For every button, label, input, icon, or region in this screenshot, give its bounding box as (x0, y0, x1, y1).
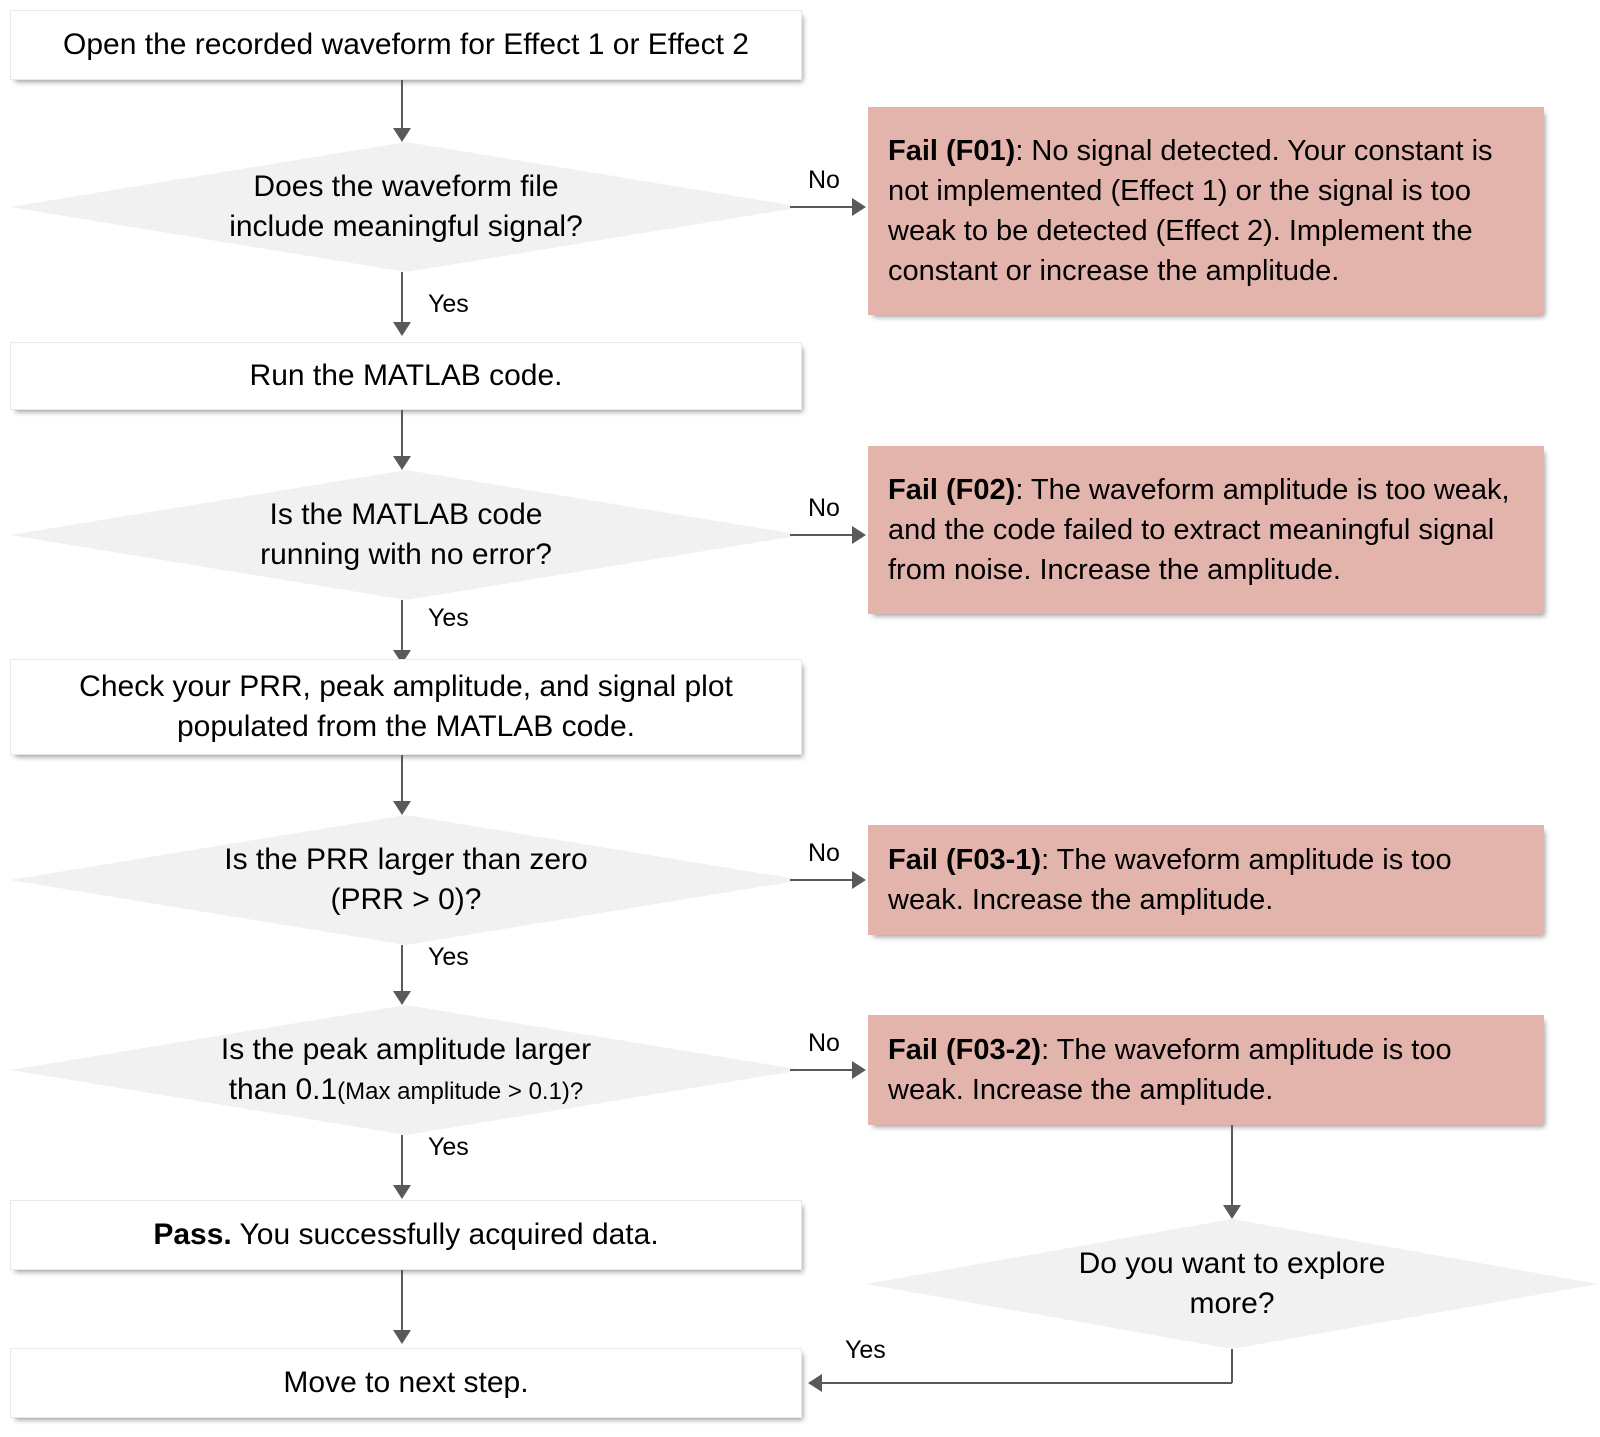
arrowhead-d3-to-f031 (852, 871, 866, 889)
arrowhead-d1-to-f01 (852, 198, 866, 216)
node-pass[interactable]: Pass. You successfully acquired data. (10, 1200, 802, 1270)
edge-label-d3-no: No (808, 839, 840, 867)
node-decision-peak-amplitude-line2b: (Max amplitude > 0.1)? (337, 1078, 584, 1105)
node-fail-f03-2-label: Fail (F03-2) (888, 1033, 1042, 1066)
node-fail-f02-text: : The waveform amplitude is too weak, an… (888, 473, 1510, 586)
arrowhead-d2-to-f02 (852, 526, 866, 544)
node-pass-label: Pass. (153, 1218, 232, 1252)
node-fail-f01[interactable]: Fail (F01): No signal detected. Your con… (868, 107, 1544, 315)
node-decision-explore-more-line2: more? (1189, 1287, 1275, 1320)
node-decision-code-no-error-line1: Is the MATLAB code (269, 498, 543, 532)
node-pass-text: You successfully acquired data. (231, 1218, 659, 1252)
node-fail-f03-1-label: Fail (F03-1) (888, 843, 1042, 876)
node-open-waveform-label: Open the recorded waveform for Effect 1 … (63, 28, 749, 62)
node-fail-f03-1-text: : The waveform amplitude is too weak. In… (888, 843, 1452, 916)
arrowhead-start-to-d1 (393, 128, 411, 142)
node-decision-meaningful-signal-line1: Does the waveform file (253, 170, 559, 204)
node-check-prr[interactable]: Check your PRR, peak amplitude, and sign… (10, 659, 802, 755)
node-decision-meaningful-signal-line2: include meaningful signal? (229, 210, 583, 243)
node-decision-explore-more-line1: Do you want to explore (1078, 1247, 1386, 1281)
node-move-next-step-label: Move to next step. (283, 1366, 529, 1400)
node-decision-prr-gt-zero[interactable]: Is the PRR larger than zero (PRR > 0)? (10, 815, 802, 945)
connector-d1-to-run (401, 272, 403, 324)
arrowhead-d5-to-next (808, 1374, 822, 1392)
node-fail-f03-2-text: : The waveform amplitude is too weak. In… (888, 1033, 1452, 1106)
node-decision-prr-gt-zero-line2: (PRR > 0)? (330, 883, 482, 916)
node-run-matlab[interactable]: Run the MATLAB code. (10, 342, 802, 410)
node-open-waveform[interactable]: Open the recorded waveform for Effect 1 … (10, 10, 802, 80)
node-fail-f01-label: Fail (F01) (888, 134, 1016, 167)
connector-d3-to-f031 (790, 879, 854, 881)
edge-label-d2-no: No (808, 494, 840, 522)
connector-d3-to-d4 (401, 945, 403, 993)
node-check-prr-line2: populated from the MATLAB code. (176, 710, 636, 743)
edge-label-d1-yes: Yes (428, 290, 469, 318)
connector-pass-to-next (401, 1270, 403, 1332)
connector-d2-to-check (401, 600, 403, 652)
connector-run-to-d2 (401, 410, 403, 458)
connector-d5-to-next (822, 1382, 1232, 1384)
edge-label-d1-no: No (808, 166, 840, 194)
node-decision-meaningful-signal[interactable]: Does the waveform file include meaningfu… (10, 142, 802, 272)
arrowhead-run-to-d2 (393, 456, 411, 470)
edge-label-d2-yes: Yes (428, 604, 469, 632)
arrowhead-d3-to-d4 (393, 991, 411, 1005)
connector-d2-to-f02 (790, 534, 854, 536)
arrowhead-d4-to-f032 (852, 1061, 866, 1079)
node-fail-f02[interactable]: Fail (F02): The waveform amplitude is to… (868, 446, 1544, 614)
arrowhead-pass-to-next (393, 1330, 411, 1344)
node-decision-peak-amplitude[interactable]: Is the peak amplitude larger than 0.1(Ma… (10, 1005, 802, 1135)
node-decision-peak-amplitude-line2a: than 0.1 (228, 1073, 338, 1106)
edge-label-d4-yes: Yes (428, 1133, 469, 1161)
connector-d5-down (1231, 1349, 1233, 1383)
node-run-matlab-label: Run the MATLAB code. (249, 359, 563, 393)
arrowhead-d1-to-run (393, 322, 411, 336)
node-decision-explore-more[interactable]: Do you want to explore more? (866, 1219, 1598, 1349)
arrowhead-f032-to-d5 (1223, 1205, 1241, 1219)
node-decision-code-no-error-line2: running with no error? (260, 538, 552, 571)
connector-start-to-d1 (401, 80, 403, 130)
node-fail-f03-1[interactable]: Fail (F03-1): The waveform amplitude is … (868, 825, 1544, 935)
edge-label-d5-yes: Yes (845, 1336, 886, 1364)
node-check-prr-line1: Check your PRR, peak amplitude, and sign… (79, 670, 733, 704)
connector-d1-to-f01 (790, 206, 854, 208)
node-fail-f03-2[interactable]: Fail (F03-2): The waveform amplitude is … (868, 1015, 1544, 1125)
node-decision-prr-gt-zero-line1: Is the PRR larger than zero (224, 843, 588, 877)
connector-f032-to-d5 (1231, 1125, 1233, 1207)
node-decision-code-no-error[interactable]: Is the MATLAB code running with no error… (10, 470, 802, 600)
node-fail-f01-text: : No signal detected. Your constant is n… (888, 134, 1493, 288)
arrowhead-check-to-d3 (393, 801, 411, 815)
edge-label-d4-no: No (808, 1029, 840, 1057)
node-move-next-step[interactable]: Move to next step. (10, 1348, 802, 1418)
connector-d4-to-pass (401, 1135, 403, 1187)
node-fail-f02-label: Fail (F02) (888, 473, 1016, 506)
edge-label-d3-yes: Yes (428, 943, 469, 971)
node-decision-peak-amplitude-line1: Is the peak amplitude larger (220, 1033, 592, 1067)
connector-check-to-d3 (401, 755, 403, 803)
connector-d4-to-f032 (790, 1069, 854, 1071)
arrowhead-d4-to-pass (393, 1185, 411, 1199)
